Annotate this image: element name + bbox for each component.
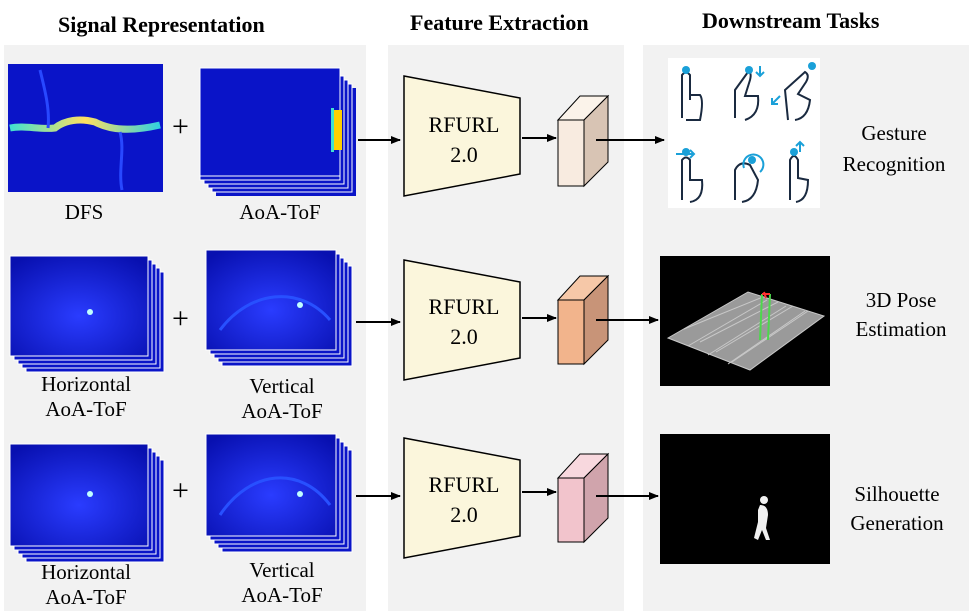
encoder-trapezoid-1 [403, 75, 521, 197]
task-3-line1: Silhouette [854, 482, 940, 506]
label-vertical-3-line2: AoA-ToF [241, 583, 323, 607]
encoder-2-line2: 2.0 [450, 324, 478, 349]
label-vertical-2-line1: Vertical [249, 374, 315, 398]
encoder-trapezoid-2 [403, 259, 521, 381]
task-1-line1: Gesture [861, 121, 927, 145]
label-aoa-tof: AoA-ToF [239, 200, 321, 224]
signal-column-title: Signal Representation [58, 12, 265, 37]
task-2-line2: Estimation [855, 317, 947, 341]
encoder-label-1: RFURL 2.0 [404, 110, 524, 170]
task-1-line2: Recognition [842, 152, 946, 176]
encoder-label-3: RFURL 2.0 [404, 470, 524, 530]
silhouette-image [660, 434, 830, 564]
label-horizontal-aoa-tof-3: Horizontal AoA-ToF [16, 560, 156, 610]
encoder-1-line2: 2.0 [450, 142, 478, 167]
label-horizontal-3-line1: Horizontal [41, 560, 131, 584]
horizontal-aoa-tof-stack-2 [9, 255, 165, 373]
label-vertical-aoa-tof-2: Vertical AoA-ToF [212, 374, 352, 424]
task-3d-pose-estimation: 3D Pose Estimation [836, 286, 966, 344]
label-vertical-aoa-tof-3: Vertical AoA-ToF [212, 558, 352, 608]
feature-column-title: Feature Extraction [410, 10, 589, 35]
feature-cube-1 [556, 94, 610, 188]
horizontal-aoa-tof-stack-3 [9, 443, 165, 563]
task-silhouette-generation: Silhouette Generation [832, 480, 962, 538]
encoder-trapezoid-3 [403, 437, 521, 559]
aoa-tof-stack-1 [199, 67, 356, 196]
encoder-1-line1: RFURL [428, 112, 500, 137]
plus-sign-3: + [172, 474, 189, 507]
pose-estimation-image [660, 256, 830, 386]
task-3-line2: Generation [850, 511, 944, 535]
dfs-heatmap [8, 64, 163, 192]
encoder-3-line1: RFURL [428, 472, 500, 497]
gesture-hands-image [668, 58, 820, 208]
encoder-3-line2: 2.0 [450, 502, 478, 527]
encoder-label-2: RFURL 2.0 [404, 292, 524, 352]
label-vertical-3-line1: Vertical [249, 558, 315, 582]
plus-sign-1: + [172, 110, 189, 143]
label-horizontal-2-line1: Horizontal [41, 372, 131, 396]
task-gesture-recognition: Gesture Recognition [826, 118, 962, 180]
label-horizontal-aoa-tof-2: Horizontal AoA-ToF [16, 372, 156, 422]
feature-cube-3 [556, 452, 610, 544]
vertical-aoa-tof-stack-2 [205, 249, 353, 367]
label-horizontal-2-line2: AoA-ToF [45, 397, 127, 421]
label-dfs: DFS [64, 200, 104, 224]
vertical-aoa-tof-stack-3 [205, 433, 353, 553]
task-2-line1: 3D Pose [865, 288, 937, 312]
label-horizontal-3-line2: AoA-ToF [45, 585, 127, 609]
plus-sign-2: + [172, 302, 189, 335]
encoder-2-line1: RFURL [428, 294, 500, 319]
tasks-column-title: Downstream Tasks [702, 8, 880, 33]
label-vertical-2-line2: AoA-ToF [241, 399, 323, 423]
